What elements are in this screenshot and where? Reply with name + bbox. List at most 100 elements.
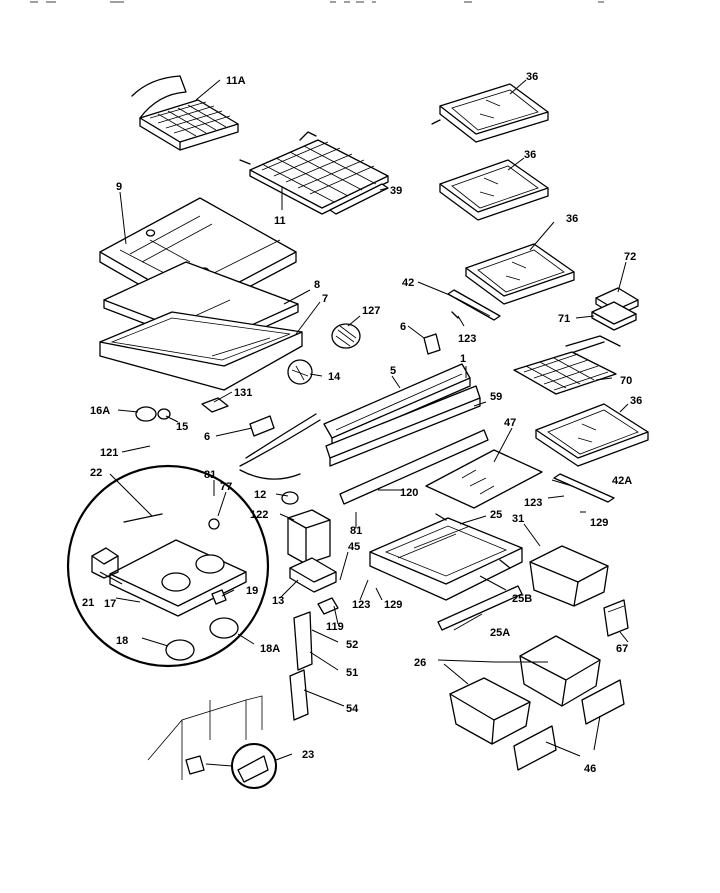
label-12: 12	[254, 489, 266, 501]
label-36-c: 36	[566, 213, 578, 225]
part-bracket-6	[249, 415, 275, 437]
part-drip-pan	[99, 311, 303, 391]
part-crisper-pan-1	[519, 635, 601, 707]
part-crisper-rail-25A	[437, 585, 523, 631]
label-36-d: 36	[630, 395, 642, 407]
label-129-b: 129	[384, 599, 402, 611]
part-ice-tray	[131, 75, 239, 151]
part-ice-bucket	[287, 509, 337, 593]
part-glass-shelf-4	[535, 403, 649, 467]
label-81-b: 81	[350, 525, 362, 537]
label-81-a: 81	[204, 469, 216, 481]
label-25A: 25A	[490, 627, 510, 639]
label-71: 71	[558, 313, 570, 325]
part-long-rail	[323, 363, 471, 447]
label-39: 39	[390, 185, 402, 197]
label-11: 11	[274, 215, 286, 227]
part-crisper-pan-2	[449, 677, 531, 745]
label-19: 19	[246, 585, 258, 597]
label-46: 46	[584, 763, 596, 775]
part-shelf-rail	[447, 289, 501, 321]
part-hose	[239, 413, 321, 480]
label-77: 77	[220, 481, 232, 493]
label-7: 7	[322, 293, 328, 305]
label-36-a: 36	[526, 71, 538, 83]
part-glass-shelf-1	[431, 83, 549, 143]
part-duct-54	[289, 669, 309, 721]
part-glass-shelf-2	[439, 159, 549, 221]
label-18: 18	[116, 635, 128, 647]
part-valve	[281, 491, 299, 505]
label-131: 131	[234, 387, 252, 399]
part-filter	[317, 597, 339, 615]
part-glass-shelf-3	[465, 243, 575, 305]
label-42: 42	[402, 277, 414, 289]
label-8: 8	[314, 279, 320, 291]
label-11A: 11A	[226, 75, 246, 87]
label-18A: 18A	[260, 643, 280, 655]
part-egg-bin	[591, 287, 639, 331]
label-51: 51	[346, 667, 358, 679]
label-13: 13	[272, 595, 284, 607]
label-121: 121	[100, 447, 118, 459]
label-123-b: 123	[524, 497, 542, 509]
label-47: 47	[504, 417, 516, 429]
part-fan	[287, 359, 313, 385]
label-16A: 16A	[90, 405, 110, 417]
label-123-c: 123	[352, 599, 370, 611]
label-72: 72	[624, 251, 636, 263]
label-6-b: 6	[204, 431, 210, 443]
label-9: 9	[116, 181, 122, 193]
label-15: 15	[176, 421, 188, 433]
label-17: 17	[104, 598, 116, 610]
label-21: 21	[82, 597, 94, 609]
part-clip-a	[451, 311, 459, 319]
label-54: 54	[346, 703, 359, 715]
label-127: 127	[362, 305, 380, 317]
part-drawer-31	[529, 545, 609, 607]
label-5: 5	[390, 365, 396, 377]
part-rail-120	[339, 429, 489, 505]
part-duct-52	[293, 611, 313, 671]
part-crisper-frame	[369, 513, 523, 601]
part-switch-box	[423, 333, 441, 355]
part-drawer-cover-67	[603, 599, 629, 637]
label-31: 31	[512, 513, 524, 525]
part-pan-cover-1	[581, 679, 625, 725]
part-wire-shelf	[239, 131, 389, 215]
leader-lines	[99, 79, 629, 761]
label-36-b: 36	[524, 149, 536, 161]
label-67: 67	[616, 643, 628, 655]
label-45: 45	[348, 541, 360, 553]
part-rail-59	[325, 385, 481, 467]
part-cabinet-corner	[147, 695, 263, 780]
label-123-a: 123	[458, 333, 476, 345]
part-glass-panel	[425, 449, 543, 509]
detail-hinge	[205, 743, 277, 789]
label-22: 22	[90, 467, 102, 479]
part-shelf-rail-42A	[553, 473, 615, 503]
label-23: 23	[302, 749, 314, 761]
label-120: 120	[400, 487, 418, 499]
label-70: 70	[620, 375, 632, 387]
part-labels: 11A 36 36 36 36 9 11 39 8 7 127 42 72 71…	[82, 71, 642, 775]
label-59: 59	[490, 391, 502, 403]
label-6-a: 6	[400, 321, 406, 333]
label-14: 14	[328, 371, 341, 383]
part-damper	[135, 406, 171, 422]
label-1: 1	[460, 353, 466, 365]
label-52: 52	[346, 639, 358, 651]
label-42A: 42A	[612, 475, 632, 487]
label-129-a: 129	[590, 517, 608, 529]
label-119: 119	[326, 621, 344, 633]
part-pan-cover-2	[513, 725, 557, 771]
label-122: 122	[250, 509, 268, 521]
part-vent-grille	[331, 323, 361, 349]
part-wire-basket	[513, 335, 621, 395]
detail-ice-maker	[66, 464, 270, 668]
label-25B: 25B	[512, 593, 532, 605]
label-25: 25	[490, 509, 502, 521]
part-small-gasket	[201, 397, 229, 413]
